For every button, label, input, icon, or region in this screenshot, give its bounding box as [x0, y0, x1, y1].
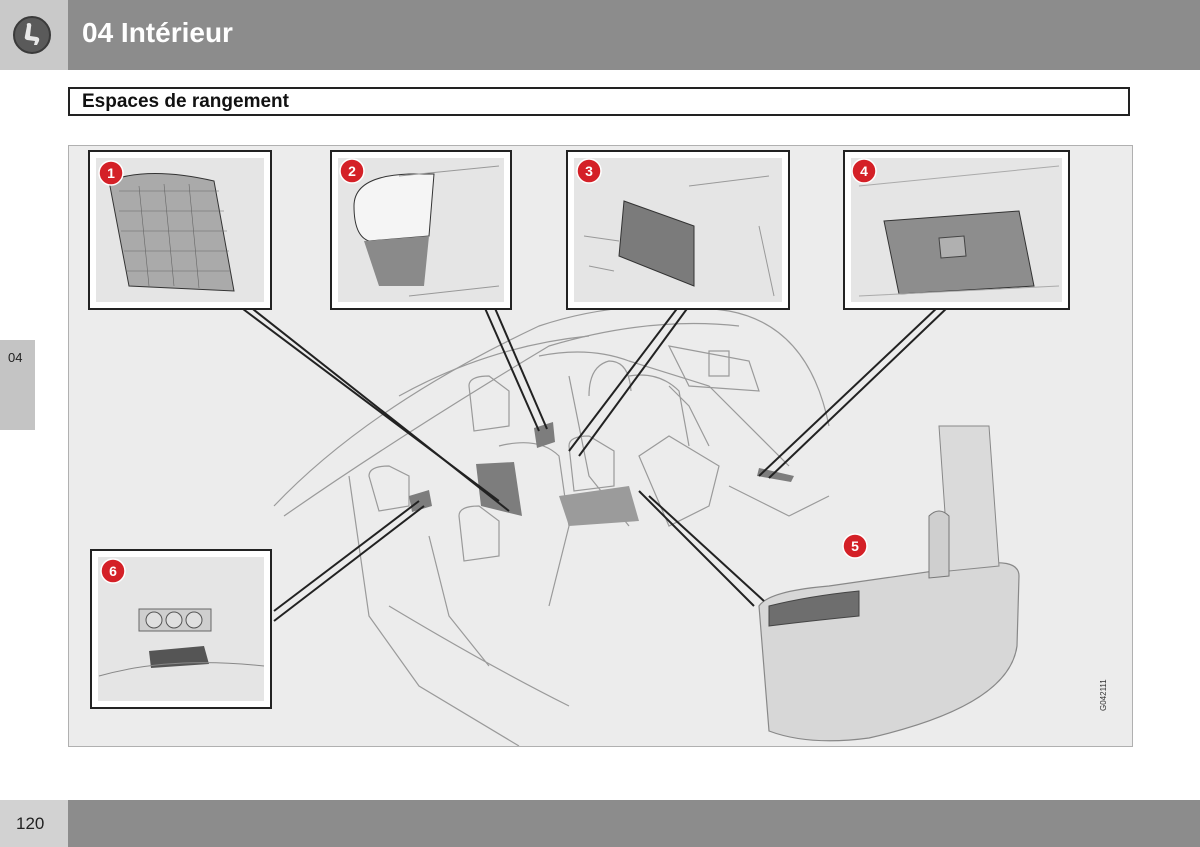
- chapter-icon-box: [0, 0, 68, 70]
- section-title-box: Espaces de rangement: [68, 87, 1130, 116]
- rear-storage-highlight: [409, 490, 432, 512]
- svg-text:5: 5: [851, 538, 859, 554]
- car-interior-drawing: [273, 305, 830, 746]
- center-console-drawing: [758, 425, 1020, 742]
- inset-panel-4: [843, 150, 1070, 310]
- chapter-title: 04 Intérieur: [82, 17, 233, 48]
- seat-pocket-highlight: [476, 462, 522, 516]
- page-number-box: 120: [0, 800, 68, 847]
- footer-bar: [68, 800, 1200, 847]
- svg-text:2: 2: [348, 163, 356, 179]
- seat-icon: [13, 16, 51, 54]
- door-pocket-highlight: [534, 422, 555, 448]
- illustration-drawing: 1 2 3 4 5 6: [88, 150, 1070, 746]
- glovebox-highlight: [757, 468, 794, 482]
- svg-text:4: 4: [860, 163, 868, 179]
- callout-1: 1: [98, 160, 124, 186]
- inset-panel-2: [330, 150, 512, 310]
- image-code: G042111: [1099, 679, 1108, 711]
- callout-2: 2: [339, 158, 365, 184]
- chapter-side-tab[interactable]: 04: [0, 340, 35, 430]
- svg-text:1: 1: [107, 165, 115, 181]
- chapter-header: 04 Intérieur: [68, 0, 1200, 70]
- callout-6: 6: [100, 558, 126, 584]
- inset-panel-1: [88, 150, 272, 310]
- armrest-highlight: [559, 486, 639, 526]
- svg-text:6: 6: [109, 563, 117, 579]
- storage-highlights: [409, 422, 794, 526]
- svg-text:3: 3: [585, 163, 593, 179]
- callout-5: 5: [842, 533, 868, 559]
- leader-lines: [238, 305, 950, 622]
- callout-4: 4: [851, 158, 877, 184]
- page-number: 120: [16, 814, 45, 833]
- section-title: Espaces de rangement: [82, 91, 289, 112]
- inset-panel-3: [566, 150, 790, 310]
- storage-illustration: 1 2 3 4 5 6 G042111: [68, 145, 1133, 747]
- side-tab-label: 04: [8, 350, 23, 365]
- callout-3: 3: [576, 158, 602, 184]
- callouts: 1 2 3 4 5 6: [98, 158, 877, 584]
